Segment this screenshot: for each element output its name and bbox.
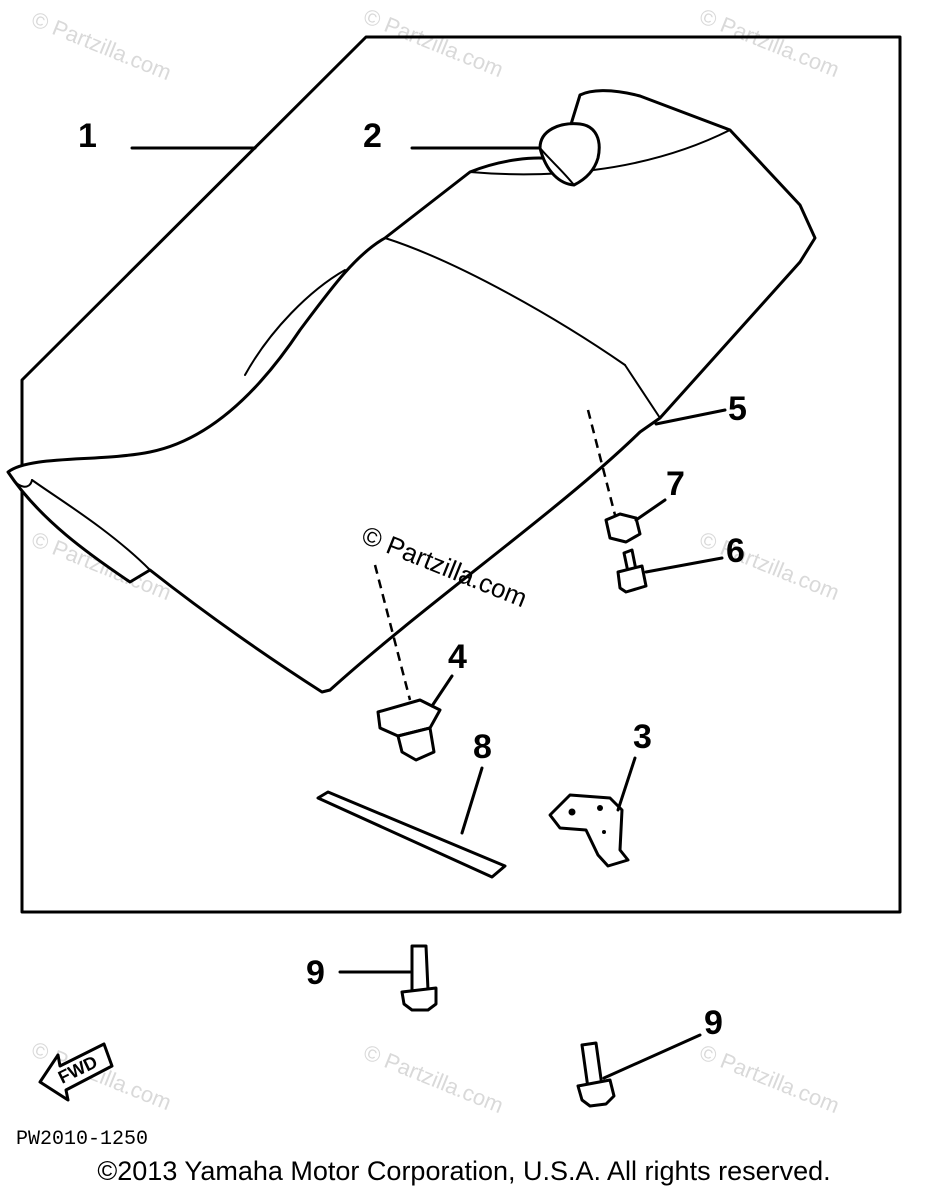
- watermark: © Partzilla.com: [696, 1039, 843, 1118]
- callout-5: 5: [728, 390, 747, 428]
- rear-bracket: [548, 793, 630, 868]
- leader-3: [616, 756, 637, 812]
- leader-6: [644, 556, 724, 574]
- watermark: © Partzilla.com: [696, 526, 843, 605]
- collar-nut: [604, 512, 642, 544]
- seat-front-seam: [384, 237, 626, 366]
- callout-9-right: 9: [704, 1004, 723, 1042]
- screw: [616, 548, 648, 594]
- callout-3: 3: [633, 718, 652, 756]
- callout-9-left: 9: [306, 954, 325, 992]
- seat-assembly: [6, 89, 817, 694]
- forward-arrow-icon: [38, 1042, 114, 1102]
- seat-crease: [244, 269, 346, 376]
- leader-5: [654, 408, 727, 426]
- bolt-right: [576, 1041, 616, 1108]
- callout-7: 7: [666, 465, 685, 503]
- seat-band: [538, 122, 601, 187]
- watermark: © Partzilla.com: [360, 3, 507, 82]
- seat-underside: [31, 479, 151, 571]
- leader-8: [460, 766, 484, 835]
- seat-body: [6, 89, 817, 694]
- leader-4: [430, 674, 454, 708]
- callout-6: 6: [726, 532, 745, 570]
- install-line-rear: [586, 409, 617, 516]
- seat-side-edge: [624, 364, 661, 419]
- copyright-notice: ©2013 Yamaha Motor Corporation, U.S.A. A…: [97, 1156, 831, 1186]
- watermark: © Partzilla.com: [28, 6, 175, 85]
- watermark: © Partzilla.com: [360, 1039, 507, 1118]
- seat-nose-edge: [7, 471, 33, 488]
- install-line-front: [373, 564, 412, 701]
- watermark: © Partzilla.com: [696, 3, 843, 82]
- callout-2: 2: [363, 117, 382, 155]
- callout-4: 4: [448, 638, 467, 676]
- callout-1: 1: [78, 117, 97, 155]
- diagram-code: PW2010-1250: [16, 1128, 148, 1151]
- assembly-frame: [20, 35, 902, 914]
- bolt-left: [400, 944, 438, 1012]
- callout-8: 8: [473, 728, 492, 766]
- damper-strip: [316, 790, 507, 879]
- front-bracket: [376, 698, 442, 762]
- leader-7: [634, 498, 667, 522]
- leader-9-right: [602, 1033, 702, 1080]
